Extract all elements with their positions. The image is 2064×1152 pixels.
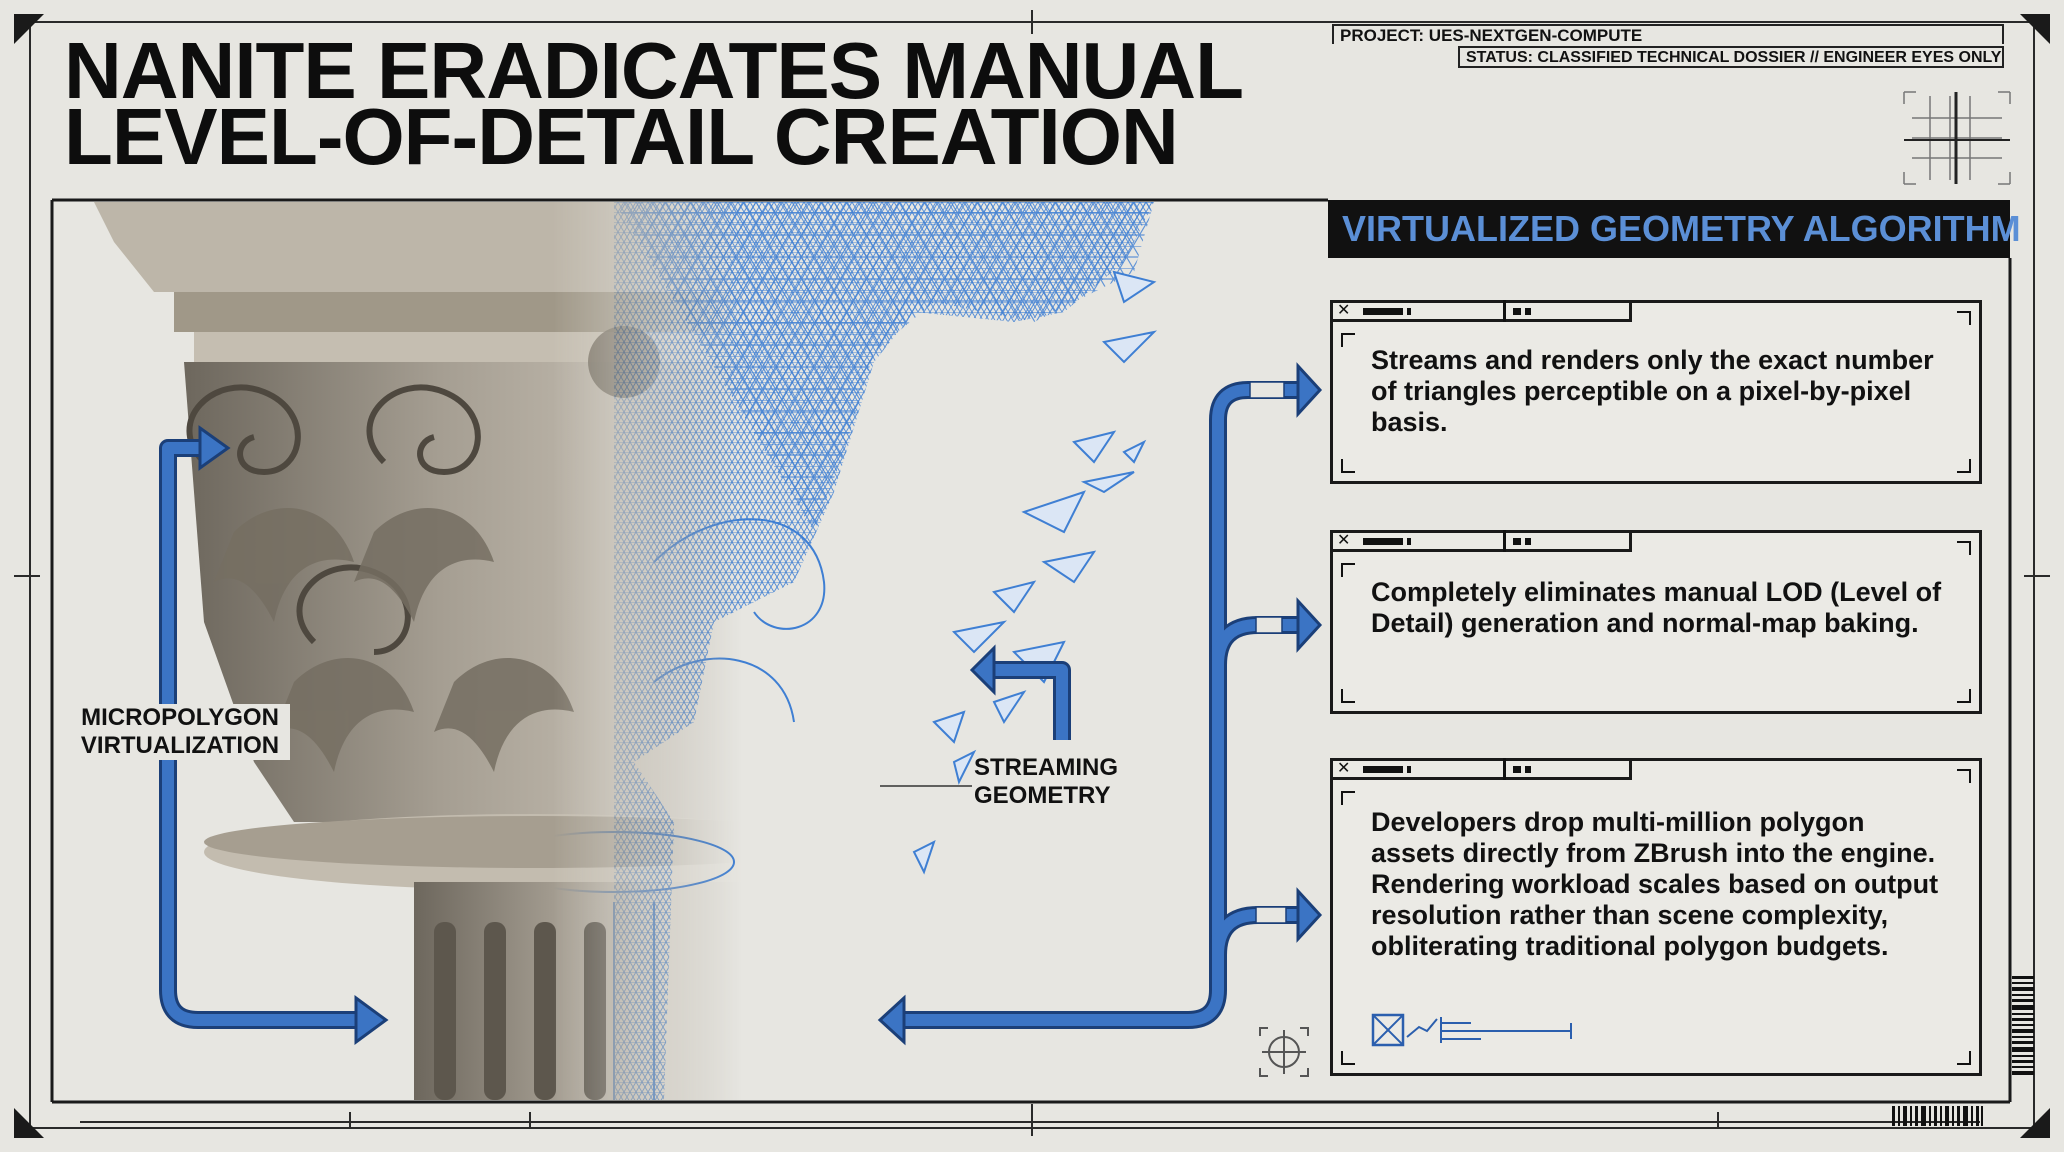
close-icon[interactable]: ✕ [1337, 532, 1351, 549]
streaming-geometry-label: STREAMING GEOMETRY [974, 754, 1154, 810]
card-titlebar: ✕ [1330, 530, 1632, 552]
card-1-text: Streams and renders only the exact numbe… [1371, 345, 1934, 437]
status-classification: STATUS: CLASSIFIED TECHNICAL DOSSIER // … [1458, 46, 2004, 68]
crosshair-icon [1259, 1027, 1309, 1077]
card-titlebar: ✕ [1330, 300, 1632, 322]
project-code: PROJECT: UES-NEXTGEN-COMPUTE [1332, 24, 2004, 45]
barcode-icon [1892, 1106, 1983, 1126]
barcode-icon [2012, 976, 2034, 1075]
corinthian-column-illustration [94, 202, 1158, 1100]
schematic-icon [1371, 1013, 1572, 1047]
close-icon[interactable]: ✕ [1337, 302, 1351, 319]
card-titlebar: ✕ [1330, 758, 1632, 780]
info-card-3: ✕ Developers drop multi-million polygon … [1330, 758, 1982, 1076]
micropolygon-label: MICROPOLYGON VIRTUALIZATION [70, 704, 290, 760]
arrowhead-up [198, 425, 231, 471]
title-line-1: NANITE ERADICATES MANUAL [64, 26, 1244, 115]
info-card-2: ✕ Completely eliminates manual LOD (Leve… [1330, 530, 1982, 714]
page-title: NANITE ERADICATES MANUAL LEVEL-OF-DETAIL… [64, 26, 1324, 181]
title-line-2: LEVEL-OF-DETAIL CREATION [64, 92, 1179, 181]
info-card-1: ✕ Streams and renders only the exact num… [1330, 300, 1982, 484]
card-2-text: Completely eliminates manual LOD (Level … [1371, 577, 1942, 638]
close-icon[interactable]: ✕ [1337, 760, 1351, 777]
card-3-text: Developers drop multi-million polygon as… [1371, 807, 1939, 961]
section-heading: VIRTUALIZED GEOMETRY ALGORITHM [1328, 200, 2021, 258]
stone-half [94, 202, 954, 1100]
